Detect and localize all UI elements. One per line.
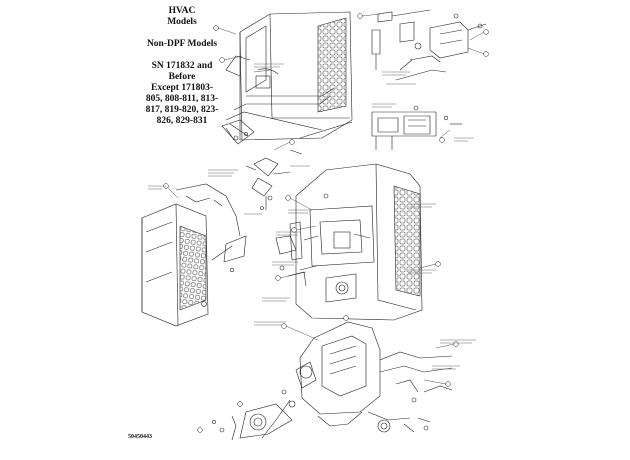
mid-right-detail-panels <box>371 105 462 150</box>
fastener-detail-cluster <box>245 149 303 210</box>
title-line-models: Models <box>167 17 197 27</box>
engine-assembly <box>212 321 453 441</box>
cab-assembly-top <box>221 11 353 145</box>
title-line-except-3: 817, 819-820, 823- <box>145 105 219 115</box>
diagram-title-block: HVAC Models Non-DPF Models SN 171832 and… <box>134 6 230 127</box>
annotation-note-marks <box>148 63 476 370</box>
title-line-non-dpf: Non-DPF Models <box>146 39 218 49</box>
title-line-before: Before <box>168 72 196 82</box>
callout-leader-lines <box>167 13 485 385</box>
title-line-hvac: HVAC <box>168 6 196 16</box>
title-line-serial-range: SN 171832 and <box>151 61 213 71</box>
title-line-except-4: 826, 829-831 <box>156 116 208 126</box>
part-number-label: 50450443 <box>128 434 152 440</box>
upper-right-hvac-components <box>371 9 487 81</box>
title-line-except-2: 805, 808-811, 813- <box>145 94 219 104</box>
callout-circles <box>163 13 489 433</box>
cab-assembly-main <box>275 163 423 321</box>
title-line-except-1: Except 171803- <box>150 83 213 93</box>
cab-side-panel-left <box>141 183 247 327</box>
